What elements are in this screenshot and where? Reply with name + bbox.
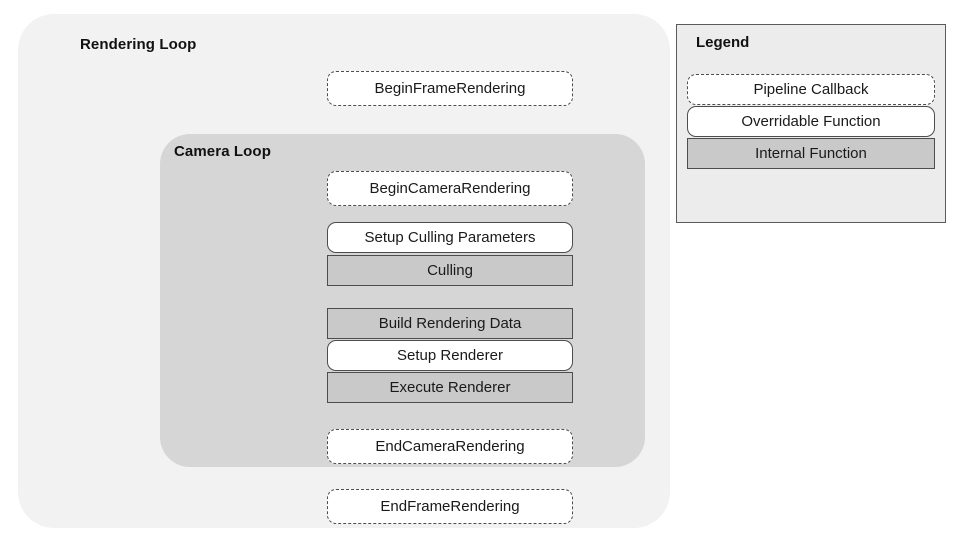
camera-loop-title: Camera Loop: [174, 143, 271, 160]
pipeline-node-internal[interactable]: Build Rendering Data: [327, 308, 573, 339]
pipeline-node-overridable[interactable]: Setup Culling Parameters: [327, 222, 573, 253]
pipeline-node-callback[interactable]: BeginCameraRendering: [327, 171, 573, 206]
rendering-loop-title: Rendering Loop: [80, 36, 197, 53]
pipeline-node-callback[interactable]: BeginFrameRendering: [327, 71, 573, 106]
pipeline-node-callback[interactable]: EndCameraRendering: [327, 429, 573, 464]
pipeline-node-internal[interactable]: Culling: [327, 255, 573, 286]
pipeline-node-internal[interactable]: Execute Renderer: [327, 372, 573, 403]
legend-item-callback: Pipeline Callback: [687, 74, 935, 105]
legend-title: Legend: [696, 34, 750, 51]
pipeline-node-overridable[interactable]: Setup Renderer: [327, 340, 573, 371]
legend-item-overridable: Overridable Function: [687, 106, 935, 137]
legend-item-internal: Internal Function: [687, 138, 935, 169]
pipeline-node-callback[interactable]: EndFrameRendering: [327, 489, 573, 524]
